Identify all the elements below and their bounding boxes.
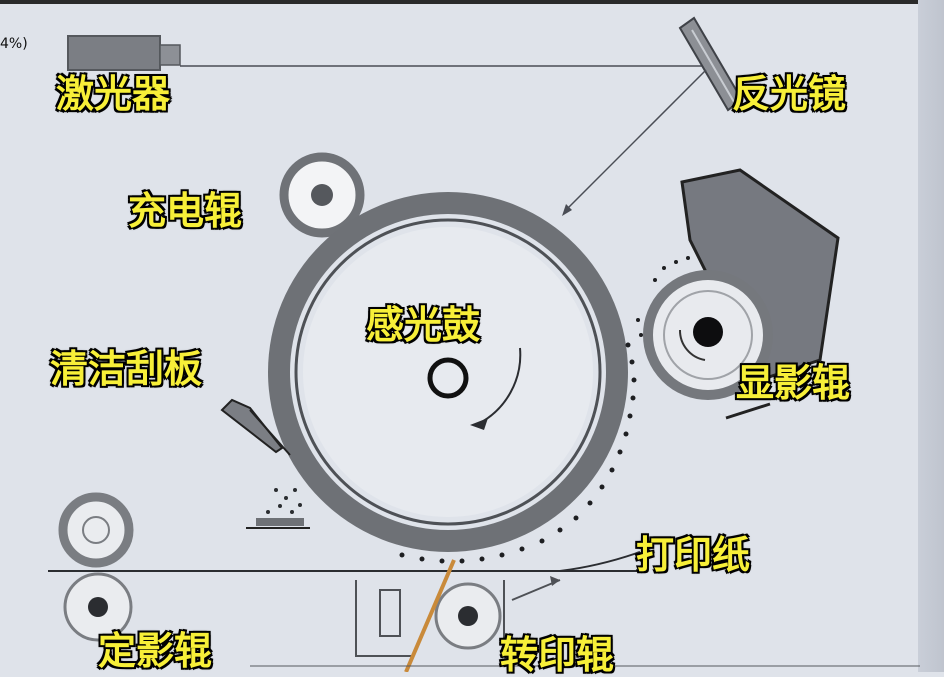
label-drum: 感光鼓 <box>365 303 481 347</box>
laser-unit <box>67 35 161 71</box>
transfer-roller-shape <box>434 582 502 650</box>
developer-housing <box>680 168 840 382</box>
transfer-beam <box>404 559 456 672</box>
waste-tray <box>256 518 304 526</box>
laser-unit-nozzle <box>159 44 181 66</box>
charge-roller-shape <box>279 152 365 238</box>
drum-shape <box>268 192 628 552</box>
fuser-roller-top <box>58 492 134 568</box>
label-laser: 激光器 <box>55 72 171 116</box>
label-cleaning-blade: 清洁刮板 <box>49 347 203 391</box>
waste-toner <box>266 488 302 514</box>
label-mirror: 反光镜 <box>731 72 847 116</box>
label-charge-roller: 充电辊 <box>127 189 243 233</box>
mirror-shape <box>678 16 744 112</box>
developer-roller-shape <box>643 270 773 420</box>
zoom-indicator: 4%) <box>0 36 28 52</box>
label-fuser-roller: 定影辊 <box>97 629 213 673</box>
label-transfer-roller: 转印辊 <box>499 633 615 677</box>
label-developer-roller: 显影辊 <box>735 361 851 405</box>
fuser-roller-bottom <box>63 572 133 642</box>
toner-dots <box>399 248 724 564</box>
cleaning-blade-shape <box>220 398 291 456</box>
label-paper: 打印纸 <box>635 533 751 577</box>
right-window-edge <box>918 0 944 672</box>
laser-beam-reflected <box>565 69 707 211</box>
laser-beam-arrowhead <box>562 204 572 216</box>
top-window-edge <box>0 0 944 4</box>
